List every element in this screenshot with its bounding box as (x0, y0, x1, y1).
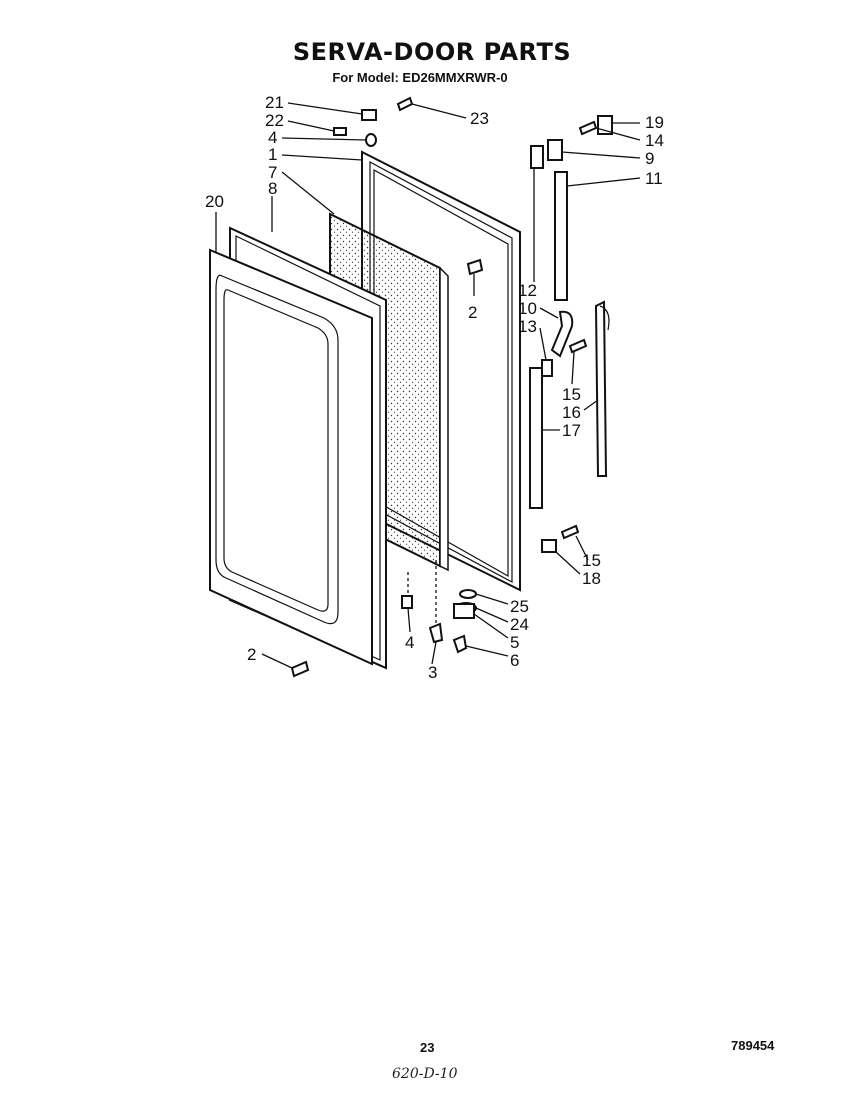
callout: 22 (265, 111, 284, 130)
bushing-4-top (365, 133, 377, 147)
callout: 16 (562, 403, 581, 422)
screw-15-lower (560, 524, 580, 540)
model-subtitle: For Model: ED26MMXRWR-0 (332, 70, 508, 85)
callout: 5 (510, 633, 519, 652)
callout-labels: 21 22 4 1 7 8 20 23 19 14 9 11 2 12 10 1… (205, 93, 664, 682)
document-number: 789454 (731, 1038, 775, 1053)
callout: 3 (428, 663, 437, 682)
cap-18 (541, 539, 557, 553)
bottom-hinge-parts (290, 258, 484, 678)
bracket-13 (541, 359, 553, 377)
bushing-4-bottom (401, 595, 413, 609)
callout: 4 (268, 128, 277, 147)
screw-14 (578, 120, 598, 136)
callout: 24 (510, 615, 529, 634)
callout: 1 (268, 145, 277, 164)
screw-6 (452, 634, 468, 654)
screw-23 (396, 96, 414, 112)
callout: 13 (518, 317, 537, 336)
callout: 21 (265, 93, 284, 112)
callout: 9 (645, 149, 654, 168)
callout: 11 (645, 169, 663, 188)
callout: 15 (562, 385, 581, 404)
bracket-12 (530, 145, 544, 169)
callout: 23 (470, 109, 489, 128)
outer-door-panel (209, 248, 373, 666)
screw-2-lower (290, 660, 310, 678)
bracket-9 (547, 139, 563, 161)
screw-3 (428, 622, 444, 644)
callout: 6 (510, 651, 519, 670)
page-number: 23 (420, 1040, 435, 1055)
hinge-5 (453, 603, 475, 619)
screw-2-upper (466, 258, 484, 276)
callout: 20 (205, 192, 224, 211)
callout: 2 (247, 645, 256, 664)
washer-25 (459, 589, 477, 599)
callout: 19 (645, 113, 664, 132)
page-title: SERVA-DOOR PARTS (292, 38, 572, 66)
callout: 12 (518, 281, 537, 300)
top-hinge-parts (333, 96, 414, 147)
plug-22 (333, 127, 347, 136)
callout: 8 (268, 179, 277, 198)
callout: 25 (510, 597, 529, 616)
hinge-cap-21 (361, 109, 377, 121)
screw-15-upper (568, 338, 588, 354)
callout: 14 (645, 131, 664, 150)
leader-lines (215, 102, 641, 669)
callout: 4 (405, 633, 414, 652)
handle-11 (554, 171, 568, 301)
handle-17 (529, 367, 543, 509)
callout: 10 (518, 299, 537, 318)
callout: 17 (562, 421, 581, 440)
callout: 2 (468, 303, 477, 322)
handwritten-note: 620-D-10 (392, 1066, 458, 1082)
callout: 18 (582, 569, 601, 588)
handle-parts (529, 115, 613, 553)
callout: 7 (268, 163, 277, 182)
callout: 15 (582, 551, 601, 570)
handle-end-10 (550, 310, 574, 358)
trim-16 (594, 300, 608, 477)
